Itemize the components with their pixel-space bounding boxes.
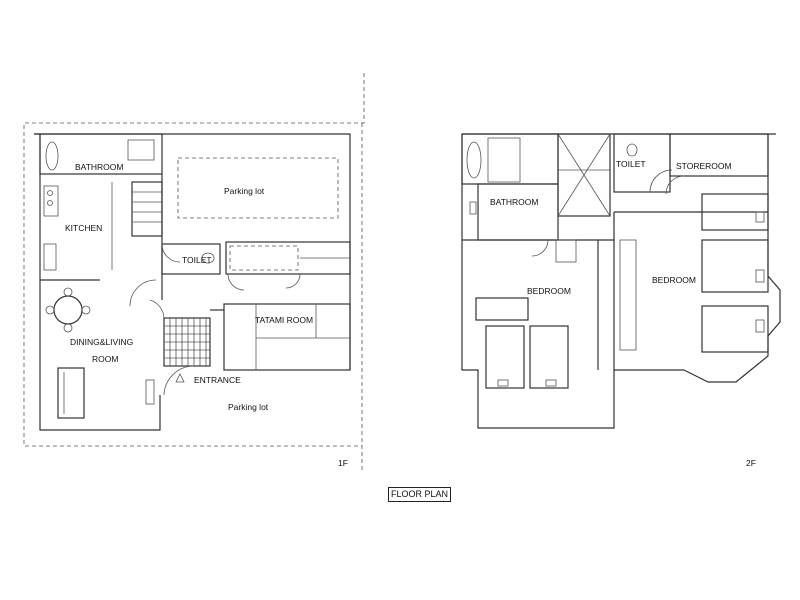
label-toilet-2f: TOILET [616, 159, 646, 169]
toilet-door-swing [161, 243, 181, 263]
label-bedroom-right: BEDROOM [652, 275, 696, 285]
floor-1-plan [23, 73, 365, 470]
shower [487, 137, 521, 183]
outer-wall-1f-left [39, 134, 161, 431]
bathroom-1f [39, 133, 163, 175]
label-dining-living: DINING&LIVING [70, 337, 133, 347]
tatami-room-walls [223, 303, 351, 371]
pillow [755, 319, 765, 333]
bathroom-2f-room [477, 183, 559, 241]
bed-right-b [701, 239, 769, 293]
floor-2-plan [461, 133, 781, 429]
stairs-2f [557, 133, 611, 217]
chair [81, 305, 91, 315]
bed-left-b [529, 325, 569, 389]
bathtub-1f [45, 141, 59, 171]
closet-door-swing [227, 273, 245, 291]
fridge [43, 243, 57, 271]
storage-shelf [229, 245, 299, 271]
toilet-bowl-1f [201, 252, 215, 264]
pillow [497, 379, 509, 387]
stove-burner-1 [47, 190, 53, 196]
bed-left-a [485, 325, 525, 389]
pillow [545, 379, 557, 387]
entrance-tiles [164, 318, 210, 366]
pillow [755, 211, 765, 223]
label-tatami-room: TATAMI ROOM [255, 315, 313, 325]
sink-2f [469, 201, 477, 215]
bed-right-a [701, 193, 769, 231]
label-dining-room: ROOM [92, 354, 118, 364]
tv-stand [145, 379, 155, 405]
bedroom-door-swing [531, 239, 549, 257]
outer-wall-2f [461, 134, 684, 429]
closet-door-swing-2 [285, 273, 301, 289]
chair [63, 323, 73, 333]
toilet-bowl-2f [626, 143, 638, 157]
closet-2f [555, 239, 577, 263]
sofa [57, 367, 85, 419]
label-bathroom-2f: BATHROOM [490, 197, 538, 207]
entrance-arrow-icon [175, 373, 185, 383]
label-kitchen: KITCHEN [65, 223, 102, 233]
label-bedroom-left: BEDROOM [527, 286, 571, 296]
chair [63, 287, 73, 297]
dining-table [53, 295, 83, 325]
stair-diagonal [557, 133, 611, 217]
storeroom [669, 133, 769, 177]
label-storeroom: STOREROOM [676, 161, 732, 171]
label-2f: 2F [746, 458, 756, 468]
bed-right-c [701, 305, 769, 353]
label-1f: 1F [338, 458, 348, 468]
label-parking-top: Parking lot [224, 186, 265, 196]
stairs-1f [131, 181, 163, 237]
hall-door-swing [149, 299, 165, 319]
label-toilet-1f: TOILET [182, 255, 212, 265]
stove-burner-2 [47, 200, 53, 206]
toilet-1f [161, 243, 221, 275]
floor-plan-title: FLOOR PLAN [388, 487, 452, 502]
toilet-2f-door-swing [649, 169, 673, 193]
bay-window [683, 134, 781, 383]
entrance-door-swing [163, 365, 195, 396]
pillow [755, 269, 765, 283]
desk [475, 297, 529, 321]
stove [43, 185, 59, 217]
chair [45, 305, 55, 315]
bath-sink [127, 139, 155, 161]
label-parking-bottom: Parking lot [228, 402, 269, 412]
storeroom-door-swing [665, 175, 685, 195]
parking-top [177, 157, 339, 219]
label-entrance: ENTRANCE [194, 375, 241, 385]
living-door-swing [129, 279, 157, 307]
label-bathroom-1f: BATHROOM [75, 162, 123, 172]
wardrobe [619, 239, 637, 351]
bathtub-2f [466, 141, 482, 179]
